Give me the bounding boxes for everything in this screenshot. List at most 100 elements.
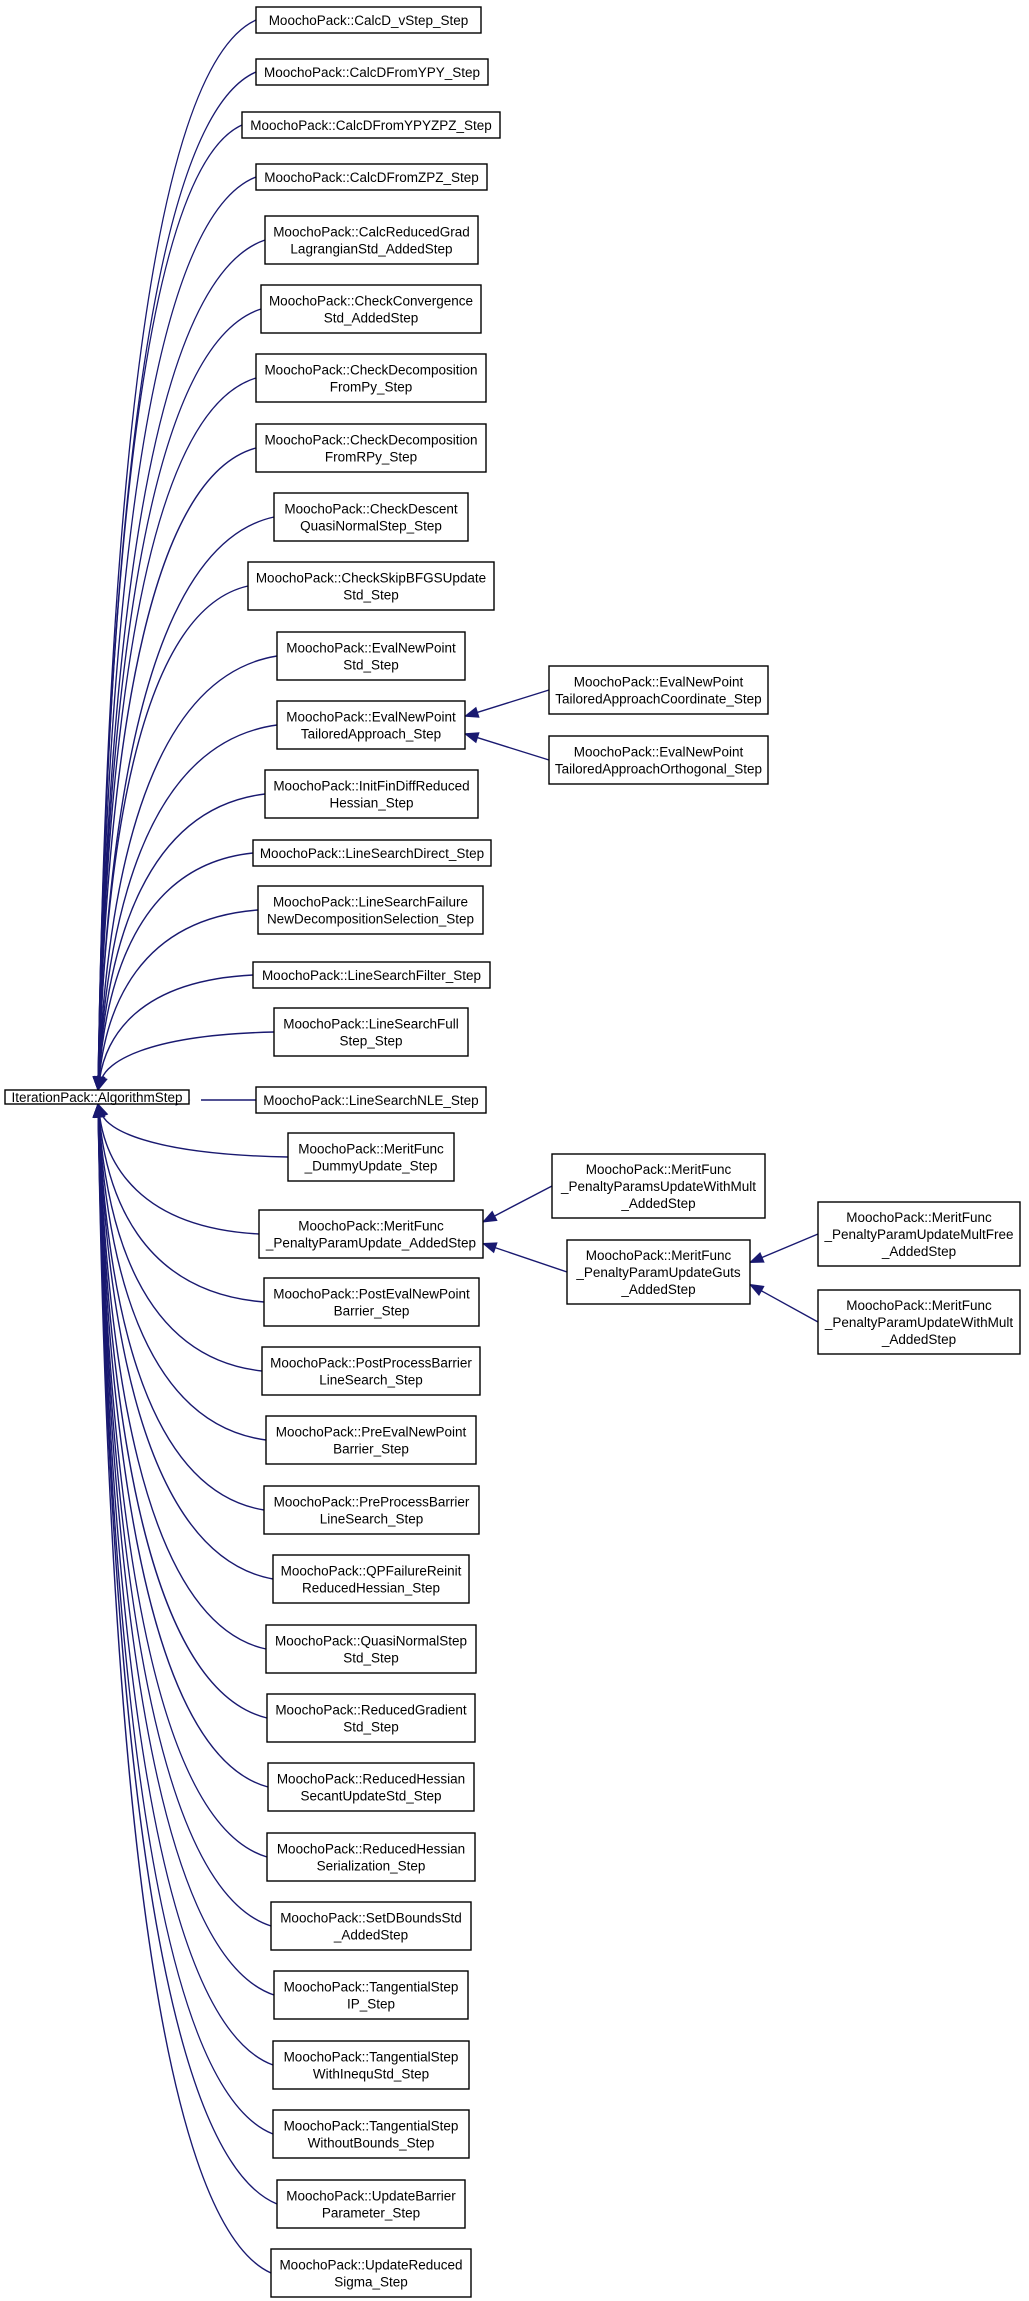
class-name-line: TailoredApproach_Step xyxy=(301,727,441,742)
class-name-line: _AddedStep xyxy=(333,1928,408,1943)
class-name-line: _PenaltyParamsUpdateWithMult xyxy=(560,1179,756,1194)
nodes: IterationPack::AlgorithmStepMoochoPack::… xyxy=(4,6,1021,2298)
class-node[interactable]: MoochoPack::CheckConvergenceStd_AddedSte… xyxy=(260,284,482,334)
class-name-line: MoochoPack::UpdateBarrier xyxy=(286,2189,456,2204)
class-node[interactable]: MoochoPack::CalcD_vStep_Step xyxy=(255,6,482,34)
class-name-line: MoochoPack::TangentialStep xyxy=(284,2119,459,2134)
class-name-line: IP_Step xyxy=(347,1997,395,2012)
class-name-line: Std_AddedStep xyxy=(324,311,419,326)
class-node[interactable]: MoochoPack::CheckDecompositionFromPy_Ste… xyxy=(255,353,487,403)
class-name-line: MoochoPack::EvalNewPoint xyxy=(574,675,744,690)
arrowhead-m2-to-n20 xyxy=(481,1242,498,1254)
class-node[interactable]: MoochoPack::CalcDFromYPY_Step xyxy=(255,58,489,86)
class-name-line: NewDecompositionSelection_Step xyxy=(267,912,474,927)
edge-n30-to-root xyxy=(97,1115,272,1927)
class-box xyxy=(255,6,482,34)
edge-n14-to-root xyxy=(98,852,254,1079)
class-node[interactable]: MoochoPack::LineSearchFailureNewDecompos… xyxy=(257,885,484,935)
class-node[interactable]: MoochoPack::PostProcessBarrierLineSearch… xyxy=(261,1346,481,1396)
class-name-line: MoochoPack::MeritFunc xyxy=(846,1210,992,1225)
class-node[interactable]: MoochoPack::MeritFunc_PenaltyParamUpdate… xyxy=(566,1239,751,1305)
class-box xyxy=(264,215,479,265)
edge-n34-to-root xyxy=(97,1115,278,2205)
edge-n25-to-root xyxy=(97,1115,274,1580)
class-node[interactable]: MoochoPack::LineSearchDirect_Step xyxy=(252,839,492,867)
class-node[interactable]: MoochoPack::CalcDFromYPYZPZ_Step xyxy=(241,111,501,139)
class-name-line: ReducedHessian_Step xyxy=(302,1581,440,1596)
edge-n32-to-root xyxy=(97,1115,274,2066)
class-name-line: MoochoPack::CheckConvergence xyxy=(269,294,473,309)
class-name-line: WithoutBounds_Step xyxy=(308,2136,435,2151)
class-name-line: _PenaltyParamUpdateGuts xyxy=(575,1265,741,1280)
class-node[interactable]: MoochoPack::EvalNewPointTailoredApproach… xyxy=(548,735,769,785)
class-box xyxy=(252,961,491,989)
class-node[interactable]: MoochoPack::CheckDescentQuasiNormalStep_… xyxy=(273,492,469,542)
edge-n19-to-root xyxy=(101,1114,289,1158)
class-box xyxy=(265,1415,477,1465)
class-node[interactable]: MoochoPack::SetDBoundsStd_AddedStep xyxy=(270,1901,472,1951)
edges xyxy=(92,19,819,2274)
class-node[interactable]: MoochoPack::CalcReducedGradLagrangianStd… xyxy=(264,215,479,265)
edge-n35-to-root xyxy=(97,1115,272,2274)
class-box xyxy=(273,492,469,542)
class-name-line: _PenaltyParamUpdateMultFree xyxy=(823,1227,1013,1242)
class-name-line: MoochoPack::LineSearchFilter_Step xyxy=(262,968,481,983)
class-name-line: FromRPy_Step xyxy=(325,450,417,465)
edge-n17-to-root xyxy=(101,1031,275,1079)
class-node[interactable]: MoochoPack::MeritFunc_PenaltyParamUpdate… xyxy=(258,1209,484,1259)
class-box xyxy=(276,700,466,750)
class-name-line: MoochoPack::CalcDFromZPZ_Step xyxy=(264,170,479,185)
edge-n20-to-root xyxy=(98,1115,260,1235)
class-name-line: MoochoPack::UpdateReduced xyxy=(279,2258,462,2273)
class-node[interactable]: MoochoPack::LineSearchFilter_Step xyxy=(252,961,491,989)
class-node[interactable]: MoochoPack::CheckDecompositionFromRPy_St… xyxy=(255,423,487,473)
class-node-root[interactable]: IterationPack::AlgorithmStep xyxy=(4,1089,190,1105)
class-box xyxy=(267,1762,475,1812)
class-name-line: MoochoPack::PreEvalNewPoint xyxy=(276,1425,467,1440)
class-box xyxy=(263,1485,480,1535)
class-node[interactable]: MoochoPack::MeritFunc_DummyUpdate_Step xyxy=(287,1132,455,1182)
class-name-line: MoochoPack::PostProcessBarrier xyxy=(270,1356,472,1371)
class-name-line: MoochoPack::TangentialStep xyxy=(284,1980,459,1995)
edge-n33-to-root xyxy=(97,1115,274,2135)
class-node[interactable]: MoochoPack::MeritFunc_PenaltyParamUpdate… xyxy=(817,1201,1021,1267)
class-node[interactable]: MoochoPack::InitFinDiffReducedHessian_St… xyxy=(264,769,479,819)
edge-n16-to-root xyxy=(99,974,254,1079)
class-node[interactable]: MoochoPack::ReducedHessianSecantUpdateSt… xyxy=(267,1762,475,1812)
class-node[interactable]: MoochoPack::TangentialStepWithoutBounds_… xyxy=(272,2109,470,2159)
class-node[interactable]: MoochoPack::PreProcessBarrierLineSearch_… xyxy=(263,1485,480,1535)
class-box xyxy=(272,1554,470,1604)
class-name-line: MoochoPack::EvalNewPoint xyxy=(286,710,456,725)
class-box xyxy=(265,1624,477,1674)
class-name-line: MoochoPack::CheckDecomposition xyxy=(264,433,477,448)
class-node[interactable]: MoochoPack::EvalNewPointTailoredApproach… xyxy=(548,665,769,715)
class-box xyxy=(255,423,487,473)
class-box xyxy=(255,163,488,191)
class-name-line: Std_Step xyxy=(343,658,399,673)
edge-n27-to-root xyxy=(97,1115,268,1719)
class-name-line: MoochoPack::QuasiNormalStep xyxy=(275,1634,467,1649)
class-box xyxy=(257,885,484,935)
class-node[interactable]: MoochoPack::MeritFunc_PenaltyParamsUpdat… xyxy=(551,1153,766,1219)
class-node[interactable]: MoochoPack::QPFailureReinitReducedHessia… xyxy=(272,1554,470,1604)
arrowhead-e1-to-n12 xyxy=(463,706,480,718)
class-name-line: _PenaltyParamUpdate_AddedStep xyxy=(265,1236,476,1251)
class-node[interactable]: MoochoPack::CalcDFromZPZ_Step xyxy=(255,163,488,191)
class-node[interactable]: MoochoPack::EvalNewPointTailoredApproach… xyxy=(276,700,466,750)
class-box xyxy=(252,839,492,867)
class-node[interactable]: MoochoPack::ReducedHessianSerialization_… xyxy=(266,1832,476,1882)
class-box xyxy=(4,1089,190,1105)
class-node[interactable]: MoochoPack::LineSearchNLE_Step xyxy=(255,1086,487,1114)
class-node[interactable]: MoochoPack::TangentialStepWithInequStd_S… xyxy=(272,2040,470,2090)
class-node[interactable]: MoochoPack::MeritFunc_PenaltyParamUpdate… xyxy=(817,1289,1021,1355)
